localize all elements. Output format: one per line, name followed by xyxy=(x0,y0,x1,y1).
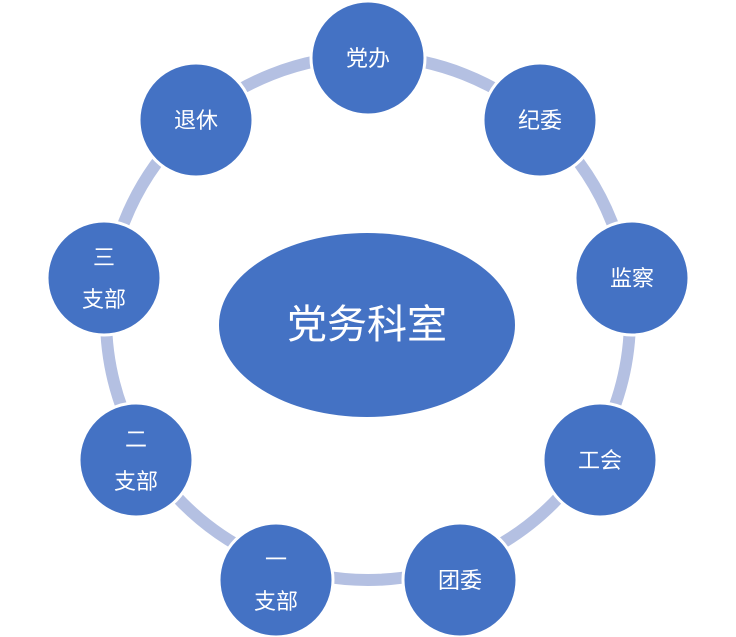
node-label: 二 xyxy=(125,428,147,453)
node-circle xyxy=(137,61,255,179)
node-2: 监察 xyxy=(573,219,691,337)
node-circle xyxy=(45,219,163,337)
node-8: 退休 xyxy=(137,61,255,179)
node-circle xyxy=(217,521,335,637)
node-label: 团委 xyxy=(438,569,482,594)
node-label: 支部 xyxy=(114,470,158,495)
node-label: 支部 xyxy=(82,288,126,313)
node-label: 三 xyxy=(93,246,115,271)
node-circle xyxy=(309,0,427,117)
center-label: 党务科室 xyxy=(287,302,447,348)
node-circle xyxy=(401,521,519,637)
center-ellipse xyxy=(219,233,515,417)
node-circle xyxy=(481,61,599,179)
node-circle xyxy=(77,401,195,519)
node-3: 工会 xyxy=(541,401,659,519)
node-7: 三支部 xyxy=(45,219,163,337)
node-label: 退休 xyxy=(174,109,218,134)
node-circle xyxy=(573,219,691,337)
node-label: 监察 xyxy=(610,267,654,292)
node-label: 纪委 xyxy=(518,109,562,134)
node-0: 党办 xyxy=(309,0,427,117)
node-label: 工会 xyxy=(578,449,622,474)
node-1: 纪委 xyxy=(481,61,599,179)
node-label: 支部 xyxy=(254,590,298,615)
node-4: 团委 xyxy=(401,521,519,637)
node-label: 党办 xyxy=(346,47,390,72)
node-5: 一支部 xyxy=(217,521,335,637)
node-circle xyxy=(541,401,659,519)
node-6: 二支部 xyxy=(77,401,195,519)
node-label: 一 xyxy=(265,548,287,573)
